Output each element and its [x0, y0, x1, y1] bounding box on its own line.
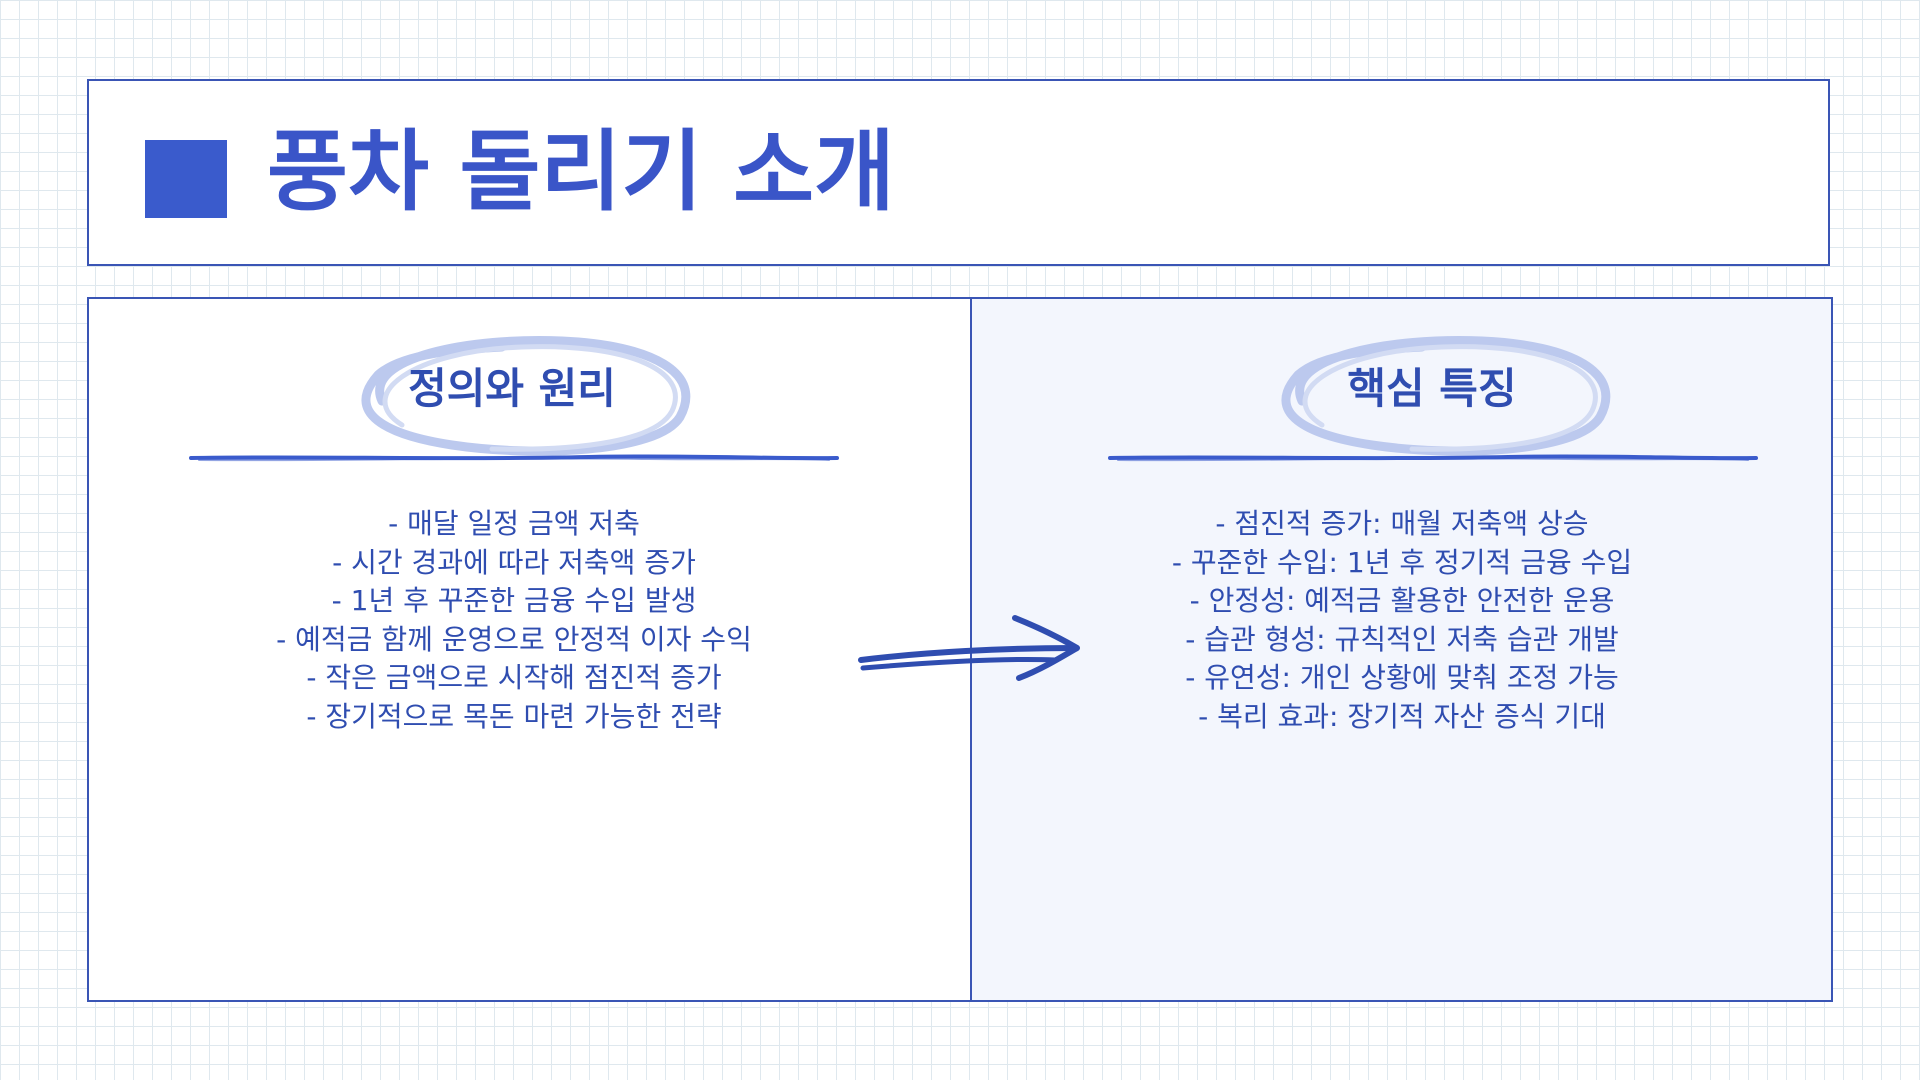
list-item: - 장기적으로 목돈 마련 가능한 전략	[306, 699, 722, 733]
features-underline	[1108, 454, 1758, 462]
page-title: 풍차 돌리기 소개	[267, 120, 895, 223]
list-item: - 예적금 함께 운영으로 안정적 이자 수익	[276, 622, 752, 656]
list-item: - 복리 효과: 장기적 자산 증식 기대	[1198, 699, 1606, 733]
list-item: - 유연성: 개인 상황에 맞춰 조정 가능	[1185, 661, 1619, 694]
features-list: - 점진적 증가: 매월 저축액 상승 - 꾸준한 수입: 1년 후 정기적 금…	[1012, 505, 1792, 736]
list-item: - 시간 경과에 따라 저축액 증가	[332, 545, 696, 579]
list-item: - 점진적 증가: 매월 저축액 상승	[1215, 507, 1589, 540]
features-panel: 핵심 특징 - 점진적 증가: 매월 저축액 상승 - 꾸준한 수입: 1년 후…	[970, 297, 1833, 1002]
title-square-icon	[145, 140, 227, 218]
hand-drawn-arrow-icon	[858, 615, 1080, 681]
definition-list: - 매달 일정 금액 저축 - 시간 경과에 따라 저축액 증가 - 1년 후 …	[129, 505, 899, 736]
list-item: - 1년 후 꾸준한 금융 수입 발생	[331, 584, 697, 617]
list-item: - 습관 형성: 규칙적인 저축 습관 개발	[1185, 622, 1619, 656]
list-item: - 작은 금액으로 시작해 점진적 증가	[306, 661, 722, 694]
definition-heading-group: 정의와 원리	[342, 329, 702, 459]
hand-drawn-circle-icon	[1281, 336, 1611, 456]
features-heading: 핵심 특징	[1347, 364, 1517, 413]
definition-underline	[189, 454, 839, 462]
list-item: - 꾸준한 수입: 1년 후 정기적 금융 수입	[1171, 545, 1633, 579]
definition-panel: 정의와 원리 - 매달 일정 금액 저축 - 시간 경과에 따라 저축액 증가 …	[87, 297, 972, 1002]
list-item: - 매달 일정 금액 저축	[388, 507, 640, 540]
title-banner: 풍차 돌리기 소개	[87, 79, 1830, 266]
list-item: - 안정성: 예적금 활용한 안전한 운용	[1189, 584, 1615, 617]
features-heading-group: 핵심 특징	[1262, 329, 1622, 459]
definition-heading: 정의와 원리	[408, 364, 616, 413]
hand-drawn-circle-icon	[361, 336, 691, 456]
